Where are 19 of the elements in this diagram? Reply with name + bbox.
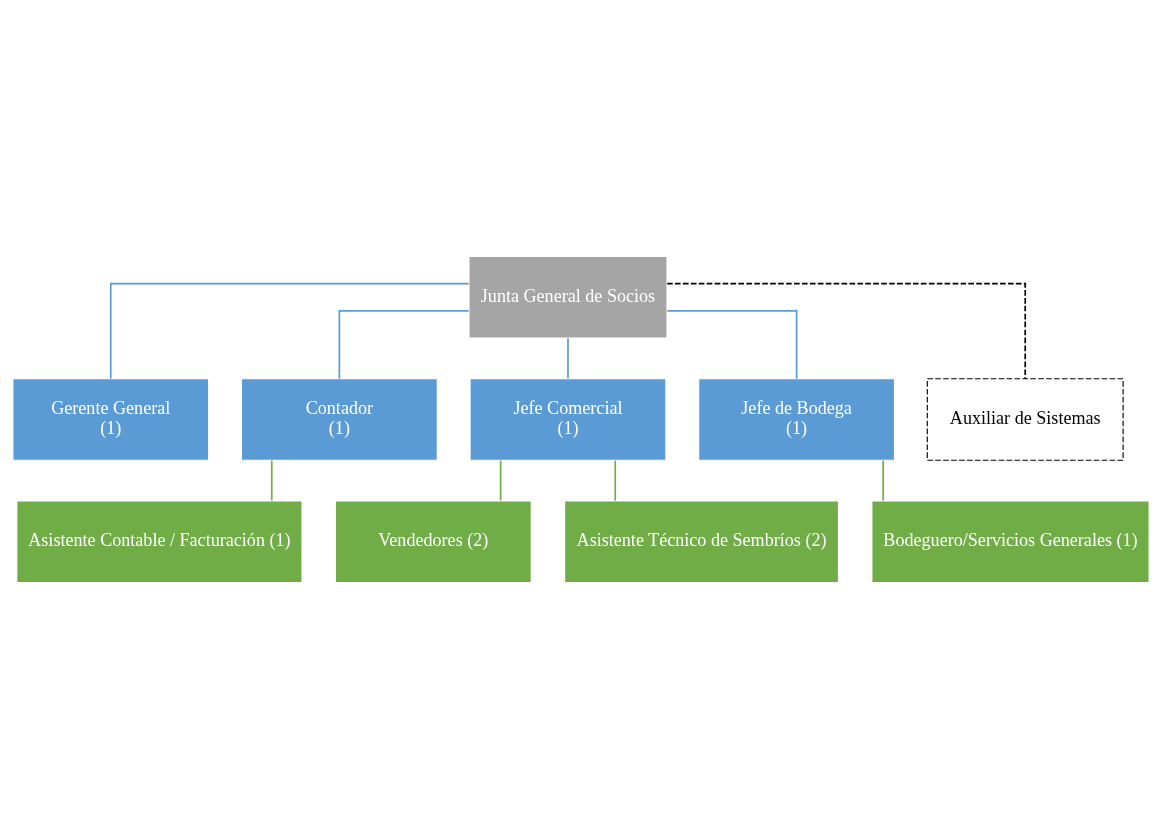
connector bbox=[666, 310, 798, 380]
node-box: Jefe de Bodega (1) bbox=[698, 378, 896, 461]
connector bbox=[499, 459, 502, 502]
node-box: Jefe Comercial (1) bbox=[469, 378, 667, 461]
connector bbox=[338, 310, 470, 380]
connector bbox=[109, 282, 470, 380]
connector bbox=[882, 459, 885, 502]
node-box: Contador (1) bbox=[240, 378, 438, 461]
node-box: Vendedores (2) bbox=[334, 500, 532, 584]
connector bbox=[270, 459, 273, 502]
connector bbox=[567, 337, 569, 380]
node-box: Bodeguero/Servicios Generales (1) bbox=[871, 500, 1150, 584]
node-box: Junta General de Socios bbox=[468, 255, 668, 339]
connector bbox=[666, 282, 1027, 380]
node-box: Auxiliar de Sistemas bbox=[926, 378, 1124, 461]
connector bbox=[614, 459, 617, 502]
node-box: Asistente Contable / Facturación (1) bbox=[16, 500, 303, 584]
node-box: Asistente Técnico de Sembríos (2) bbox=[564, 500, 840, 584]
node-box: Gerente General (1) bbox=[12, 378, 210, 461]
